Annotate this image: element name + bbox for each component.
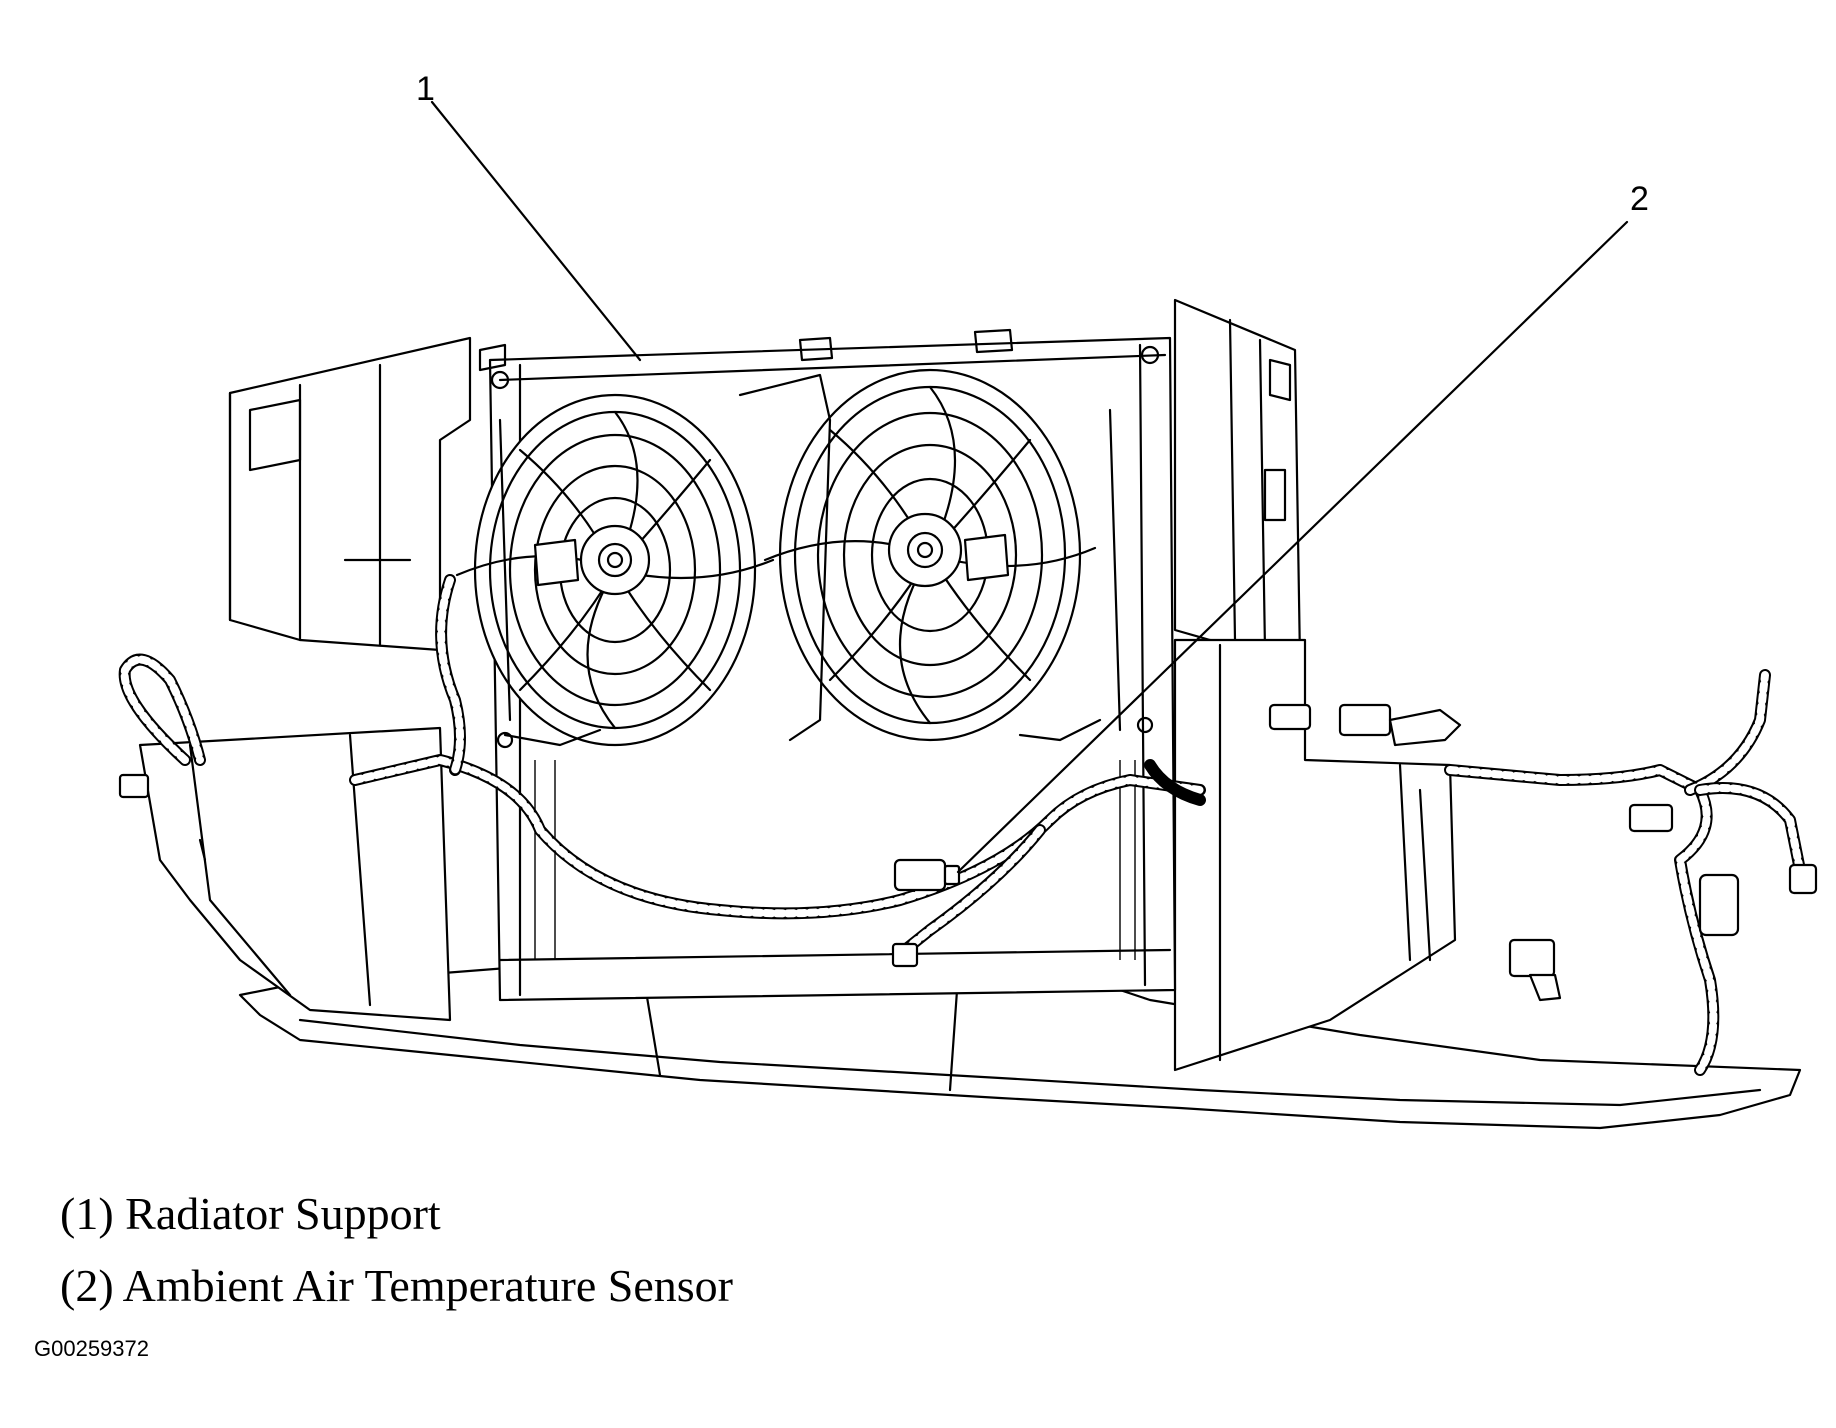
callout-1-leader <box>430 100 642 362</box>
left-cooling-fan <box>455 393 775 747</box>
figure-id: G00259372 <box>34 1336 149 1361</box>
callout-1-number: 1 <box>416 70 435 108</box>
callout-2-leader <box>956 220 1629 874</box>
left-air-baffle <box>138 336 472 1022</box>
legend-item-1: (1) Radiator Support <box>60 1188 441 1239</box>
harness-connectors <box>118 703 1818 1002</box>
legend: (1) Radiator Support (2) Ambient Air Tem… <box>60 1178 733 1322</box>
ambient-air-temperature-sensor <box>893 858 961 892</box>
fan-shroud <box>498 373 1122 747</box>
legend-item-2: (2) Ambient Air Temperature Sensor <box>60 1260 733 1311</box>
wiring-harness <box>118 574 1806 1076</box>
right-cooling-fan <box>763 368 1097 742</box>
callout-2-number: 2 <box>1630 180 1649 218</box>
right-air-baffle <box>1173 298 1457 1072</box>
